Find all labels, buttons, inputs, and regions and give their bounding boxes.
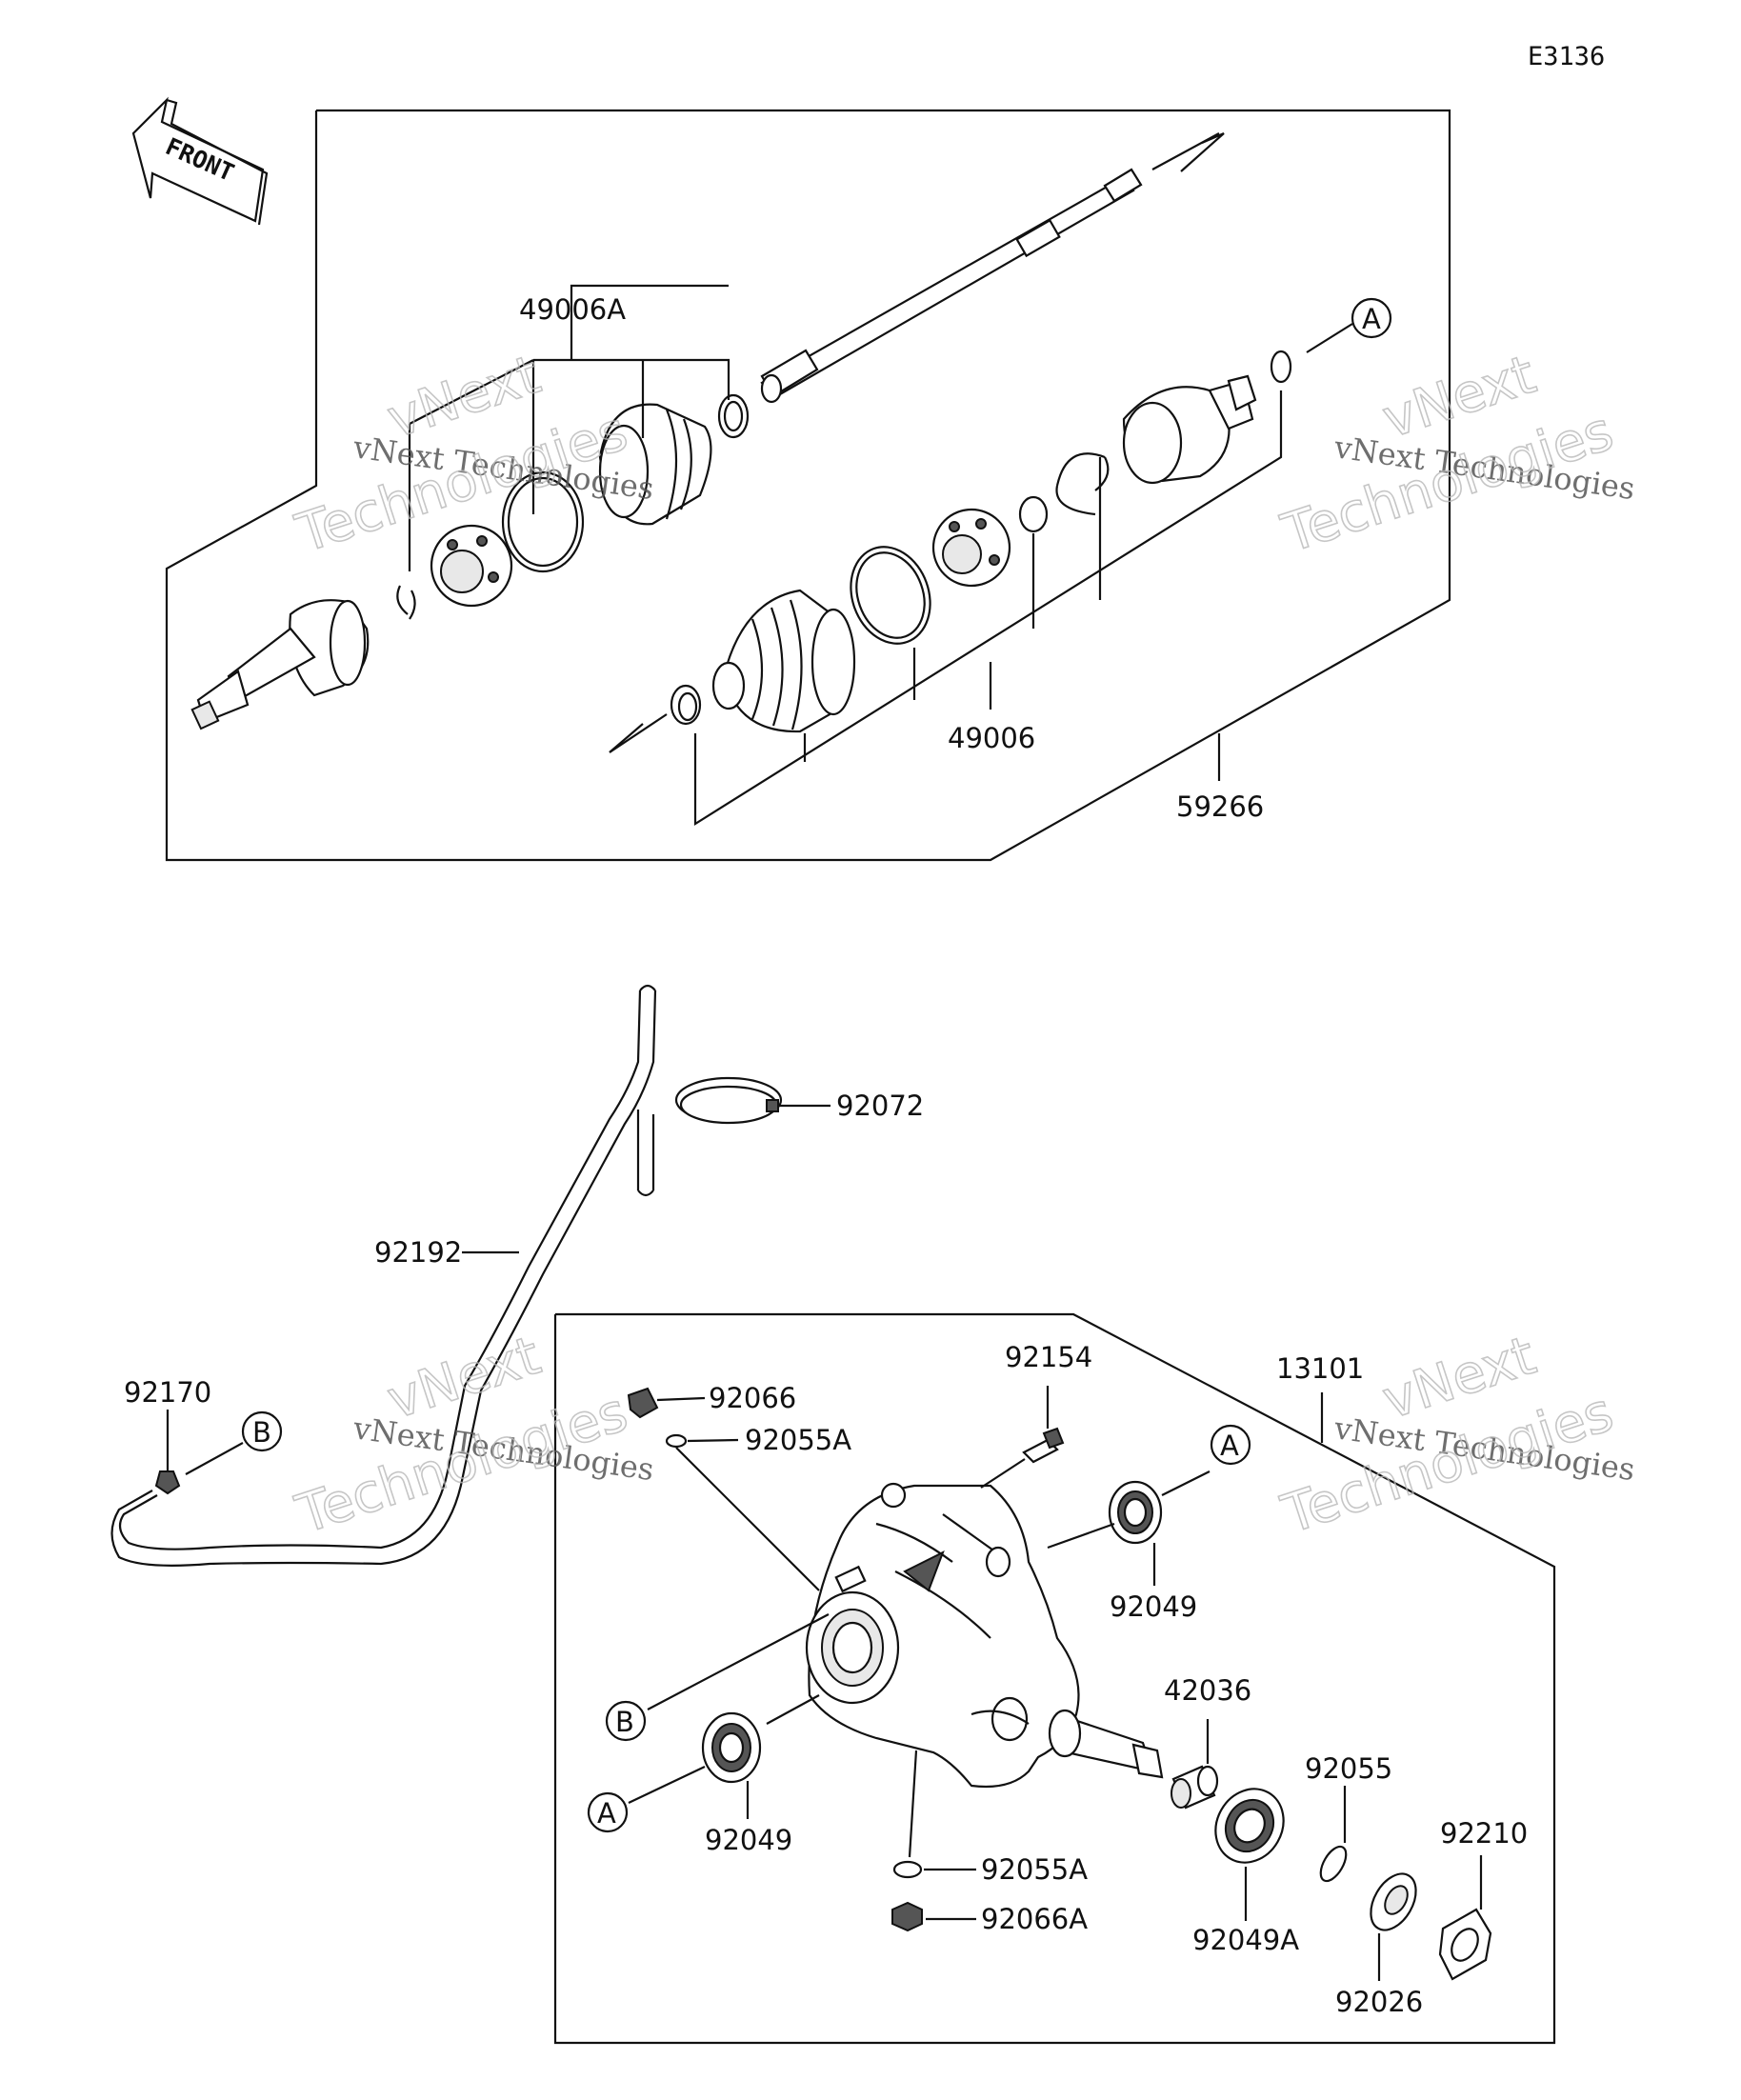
part-92210-label: 92210 xyxy=(1440,1817,1528,1850)
part-92055A-bottom-label: 92055A xyxy=(981,1853,1088,1886)
oring-92055A-top: 92055A xyxy=(665,1424,851,1591)
oring-92055: 92055 xyxy=(1305,1752,1392,1883)
part-49006A-label: 49006A xyxy=(519,293,626,326)
part-49006-label: 49006 xyxy=(948,722,1035,754)
boot-49006A xyxy=(396,393,750,620)
part-92055A-top-label: 92055A xyxy=(745,1424,851,1456)
callout-b-left xyxy=(241,1410,283,1452)
callout-b-left-label: B xyxy=(252,1416,271,1449)
washer-92026: 92026 xyxy=(1335,1872,1423,2018)
part-42036-label: 42036 xyxy=(1164,1674,1251,1707)
callout-a-right-label: A xyxy=(1220,1430,1239,1462)
drive-shaft-assembly: A 49006A 49006 59266 xyxy=(165,109,1451,862)
front-arrow-icon: FRONT xyxy=(131,96,269,226)
breather-cap-92066: 92066 xyxy=(627,1382,796,1419)
nut-92210: 92210 xyxy=(1438,1817,1528,1981)
part-59266-label: 59266 xyxy=(1176,790,1264,823)
part-92055-label: 92055 xyxy=(1305,1752,1392,1785)
callout-a-right xyxy=(1210,1424,1251,1466)
final-gear-case-assembly: 92066 92055A 92154 13101 A xyxy=(553,1312,1556,2045)
part-92066A-label: 92066A xyxy=(981,1903,1088,1935)
part-92049A-label: 92049A xyxy=(1192,1924,1299,1956)
callout-b-lower-label: B xyxy=(615,1706,634,1738)
breather-hose xyxy=(110,984,657,1567)
part-13101-label: 13101 xyxy=(1276,1352,1364,1385)
part-92170-label: 92170 xyxy=(124,1376,211,1409)
part-92049-left-label: 92049 xyxy=(705,1824,792,1856)
drive-shaft xyxy=(760,131,1225,404)
part-92026-label: 92026 xyxy=(1335,1986,1423,2018)
oil-seal-92049-right: A 92049 xyxy=(1047,1424,1251,1623)
part-92072-label: 92072 xyxy=(836,1090,924,1122)
part-92049-right-label: 92049 xyxy=(1110,1590,1197,1623)
hose-clip: 92170 B xyxy=(124,1376,283,1495)
gear-case-frame xyxy=(553,1312,1556,2045)
part-92066-label: 92066 xyxy=(709,1382,796,1414)
inner-cv-joint xyxy=(1122,350,1292,485)
callout-a-left xyxy=(587,1791,629,1833)
gear-case xyxy=(805,1482,1164,1789)
callout-a-left-label: A xyxy=(597,1797,616,1830)
hose-clamp: 92072 xyxy=(674,1076,924,1125)
callout-a-top-label: A xyxy=(1362,303,1381,335)
oil-seal-92049A: 92049A xyxy=(1192,1788,1299,1956)
part-92192-label: 92192 xyxy=(374,1236,462,1269)
drain-plug-set: 92055A 92066A xyxy=(891,1750,1088,1935)
assembly-frame xyxy=(165,109,1451,862)
sleeve-42036: 42036 xyxy=(1164,1674,1251,1810)
callout-b-lower xyxy=(605,1700,647,1742)
boot-49006 xyxy=(670,452,1110,733)
bolt-92154: 92154 xyxy=(980,1341,1092,1489)
diagram-code: E3136 xyxy=(1528,42,1605,71)
oil-seal-92049-left: A 92049 xyxy=(587,1694,820,1856)
part-92154-label: 92154 xyxy=(1005,1341,1092,1373)
outer-cv-joint xyxy=(190,599,370,730)
callout-a-top xyxy=(1351,297,1392,339)
